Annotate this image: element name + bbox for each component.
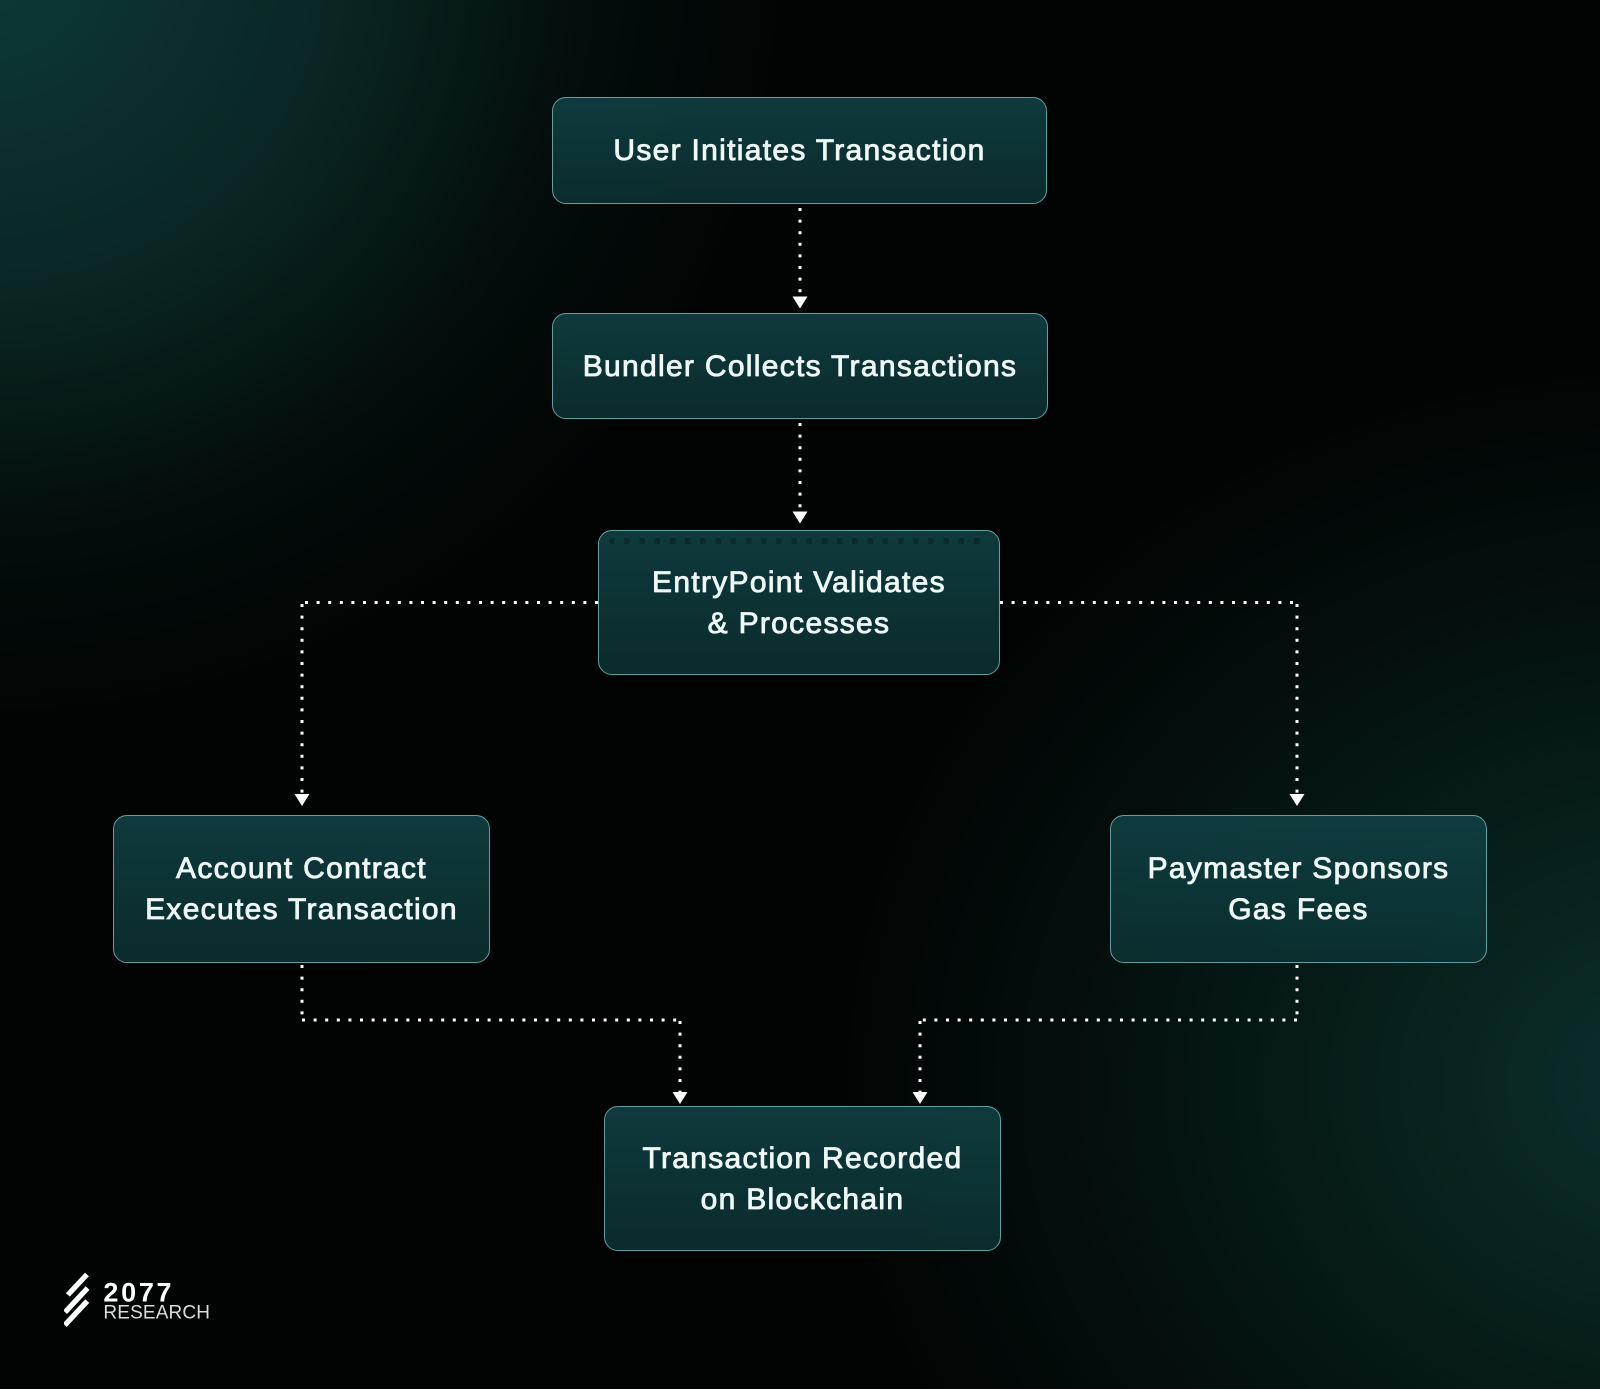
svg-text:2077: 2077: [103, 1278, 174, 1308]
svg-text:RESEARCH: RESEARCH: [103, 1303, 210, 1324]
